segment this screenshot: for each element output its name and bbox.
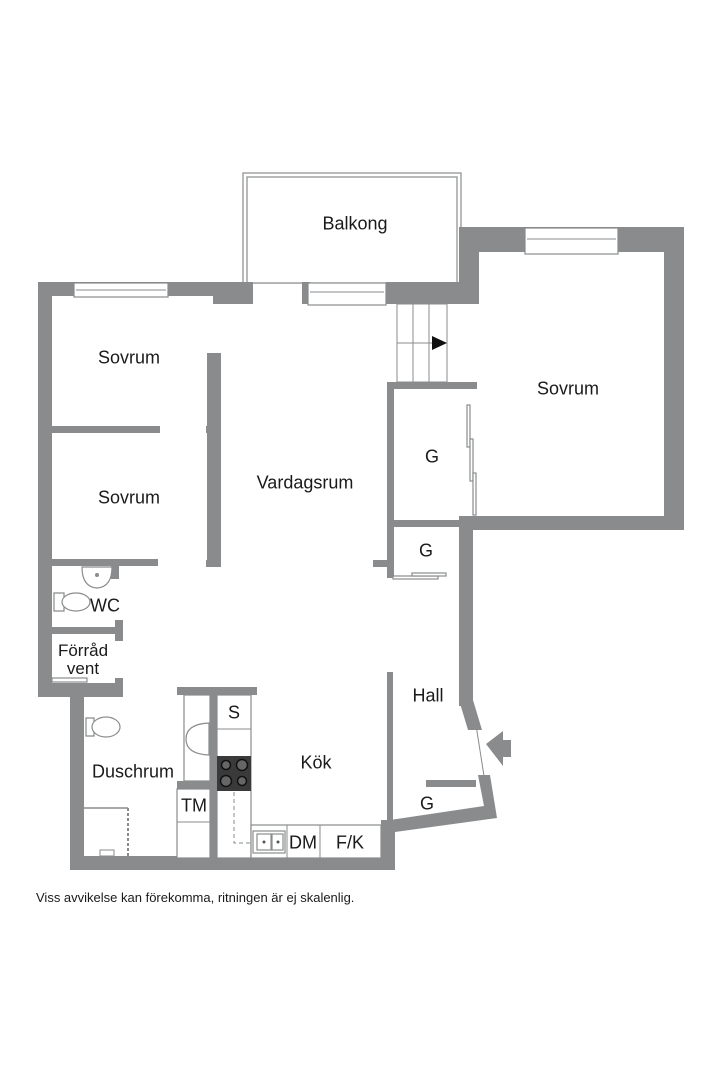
balcony <box>242 172 462 284</box>
appliance-label-s: S <box>227 702 241 723</box>
room-label-forrad-line2: vent <box>66 659 100 678</box>
disclaimer-caption: Viss avvikelse kan förekomma, ritningen … <box>36 890 355 905</box>
room-label-sovrum-3: Sovrum <box>536 378 600 399</box>
room-label-sovrum-1: Sovrum <box>97 347 161 368</box>
stairs-direction-arrow-icon <box>432 336 447 350</box>
appliance-label-dm: DM <box>289 832 317 853</box>
room-label-vardagsrum: Vardagsrum <box>256 472 354 493</box>
room-label-forrad: Förråd vent <box>58 642 108 678</box>
room-label-kok: Kök <box>300 752 332 773</box>
room-label-balkong: Balkong <box>322 213 388 234</box>
room-label-g-2: G <box>418 540 434 561</box>
entrance-arrow-icon <box>486 731 511 766</box>
closet-doors <box>51 404 477 683</box>
room-label-g-3: G <box>419 793 435 814</box>
room-label-sovrum-2: Sovrum <box>97 487 161 508</box>
kitchen <box>176 694 382 859</box>
room-label-forrad-line1: Förråd <box>57 641 109 661</box>
room-label-g-1: G <box>424 446 440 467</box>
appliance-label-tm: TM <box>181 795 207 816</box>
room-label-wc: WC <box>90 595 120 616</box>
wc-fixtures <box>53 566 113 612</box>
windows <box>73 227 619 306</box>
duschrum-fixtures <box>84 694 211 857</box>
outer-walls <box>38 227 684 870</box>
appliance-label-fk: F/K <box>335 832 365 853</box>
room-label-duschrum: Duschrum <box>91 761 175 782</box>
interior-walls <box>52 353 477 862</box>
room-label-hall: Hall <box>412 685 444 706</box>
stairs <box>396 303 448 383</box>
